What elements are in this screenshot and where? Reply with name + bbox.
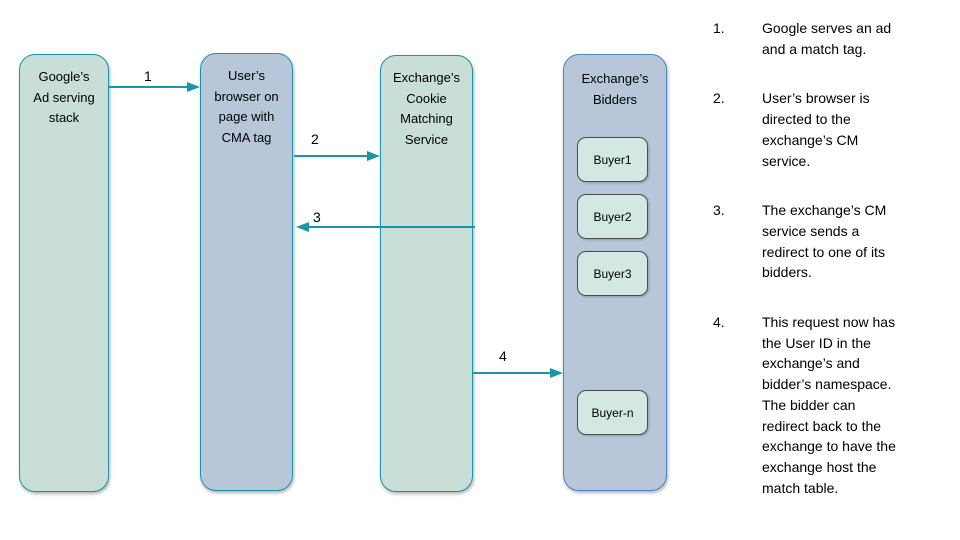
arrow-3-label: 3 (313, 209, 321, 225)
step-2-number: 2. (713, 90, 725, 107)
arrow-shaft (109, 85, 189, 89)
arrow-shaft (294, 154, 369, 158)
buyer2-label: Buyer2 (593, 209, 632, 224)
buyer1-box: Buyer1 (577, 137, 648, 182)
step-3-text: The exchange’s CM service sends a redire… (762, 202, 887, 281)
buyer-n-label: Buyer-n (591, 405, 634, 420)
arrow-4-label: 4 (499, 348, 507, 364)
arrow-shaft (473, 371, 552, 375)
buyer-n-box: Buyer-n (577, 390, 648, 435)
lane-google-label: Google’s Ad serving stack (33, 69, 95, 125)
arrow-1-label: 1 (144, 68, 152, 84)
lane-exchange-cm-service: Exchange’s Cookie Matching Service (380, 55, 473, 492)
lane-google-ad-serving-stack: Google’s Ad serving stack (19, 54, 109, 492)
step-item-3: 3. The exchange’s CM service sends a red… (713, 200, 918, 283)
step-item-1: 1. Google serves an ad and a match tag. (713, 18, 918, 59)
step-list: 1. Google serves an ad and a match tag. … (713, 18, 918, 527)
step-item-2: 2. User’s browser is directed to the exc… (713, 88, 918, 171)
buyer3-label: Buyer3 (593, 266, 632, 281)
step-2-text: User’s browser is directed to the exchan… (762, 90, 870, 169)
lane-exchange-bidders: Exchange’s Bidders Buyer1 Buyer2 Buyer3 … (563, 54, 667, 491)
buyer1-label: Buyer1 (593, 152, 632, 167)
arrowhead-right-icon (550, 367, 563, 378)
arrowhead-left-icon (296, 221, 309, 232)
arrow-3-cm-service-to-browser (296, 221, 475, 233)
lane-bidders-label: Exchange’s Bidders (581, 71, 649, 107)
step-4-number: 4. (713, 314, 725, 331)
lane-cm-service-label: Exchange’s Cookie Matching Service (393, 70, 460, 147)
arrowhead-right-icon (187, 81, 200, 92)
buyer2-box: Buyer2 (577, 194, 648, 239)
step-item-4: 4. This request now has the User ID in t… (713, 312, 918, 498)
lane-user-browser: User’s browser on page with CMA tag (200, 53, 293, 491)
arrow-shaft (307, 225, 475, 229)
arrow-2-browser-to-cm-service (294, 150, 380, 162)
buyer3-box: Buyer3 (577, 251, 648, 296)
arrowhead-right-icon (367, 150, 380, 161)
arrow-4-cm-service-to-bidders (473, 367, 563, 379)
step-1-text: Google serves an ad and a match tag. (762, 20, 892, 57)
arrow-1-google-to-browser (109, 81, 200, 93)
step-3-number: 3. (713, 202, 725, 219)
arrow-2-label: 2 (311, 131, 319, 147)
step-4-text: This request now has the User ID in the … (762, 314, 896, 496)
lane-browser-label: User’s browser on page with CMA tag (214, 68, 279, 145)
step-1-number: 1. (713, 20, 725, 36)
